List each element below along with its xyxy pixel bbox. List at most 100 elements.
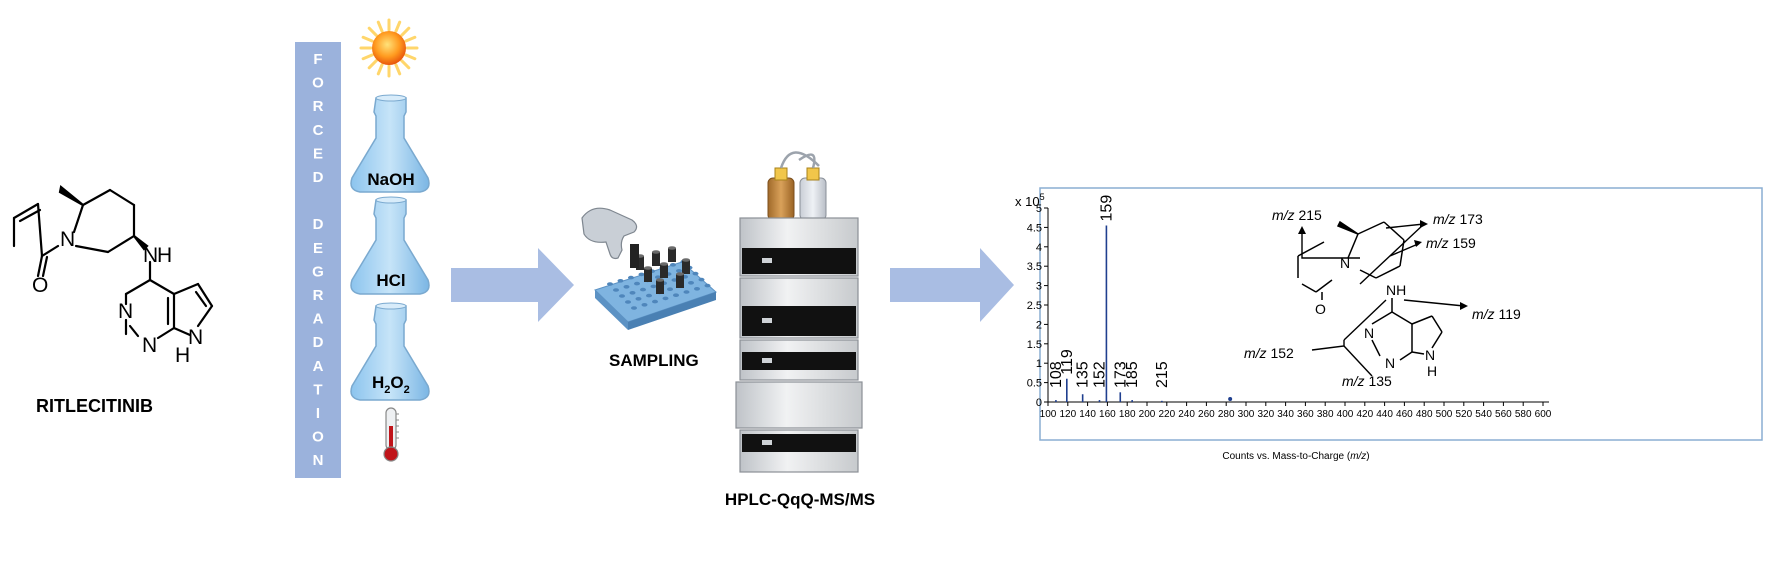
x-tick-label: 180 — [1119, 409, 1136, 420]
x-tick-label: 220 — [1158, 409, 1175, 420]
band-letter: G — [312, 263, 324, 280]
band-letter: D — [313, 334, 324, 351]
band-letter: R — [313, 98, 324, 115]
peak-label: 215 — [1154, 361, 1171, 388]
x-tick-label: 200 — [1139, 409, 1156, 420]
pyrrole-hydrogen-label: H — [175, 344, 190, 367]
ring-nitrogen-label: N — [60, 228, 75, 251]
peak-label: 135 — [1075, 361, 1092, 388]
peak-label: 173 — [1112, 361, 1129, 388]
flask-hcl-label: HCl — [376, 271, 405, 290]
fragment-173-label: m/z 173 — [1433, 211, 1483, 227]
flask-naoh-label: NaOH — [367, 170, 414, 189]
inset-n1: N — [1364, 325, 1374, 341]
molecule-name: RITLECITINIB — [36, 396, 153, 416]
y-tick-label: 4.5 — [1027, 222, 1042, 234]
y-tick-label: 2 — [1036, 319, 1042, 331]
flask-hcl-icon — [350, 196, 430, 295]
x-tick-label: 600 — [1535, 409, 1552, 420]
band-letter: C — [313, 122, 324, 139]
x-tick-label: 120 — [1059, 409, 1076, 420]
band-letter: E — [313, 145, 323, 162]
fragment-152-label: m/z 152 — [1244, 345, 1294, 361]
band-letter: I — [316, 405, 320, 422]
carbonyl-oxygen-label: O — [32, 274, 48, 297]
flask-h2o2-icon — [350, 302, 430, 401]
x-tick-label: 520 — [1455, 409, 1472, 420]
band-letter: D — [313, 169, 324, 186]
spectrum-frame — [1039, 187, 1763, 441]
flask-naoh-icon — [350, 94, 430, 193]
hplc-stack-icon — [735, 151, 863, 473]
arrow-to-sampling — [451, 248, 574, 322]
y-tick-label: 4 — [1036, 242, 1042, 254]
x-tick-label: 560 — [1495, 409, 1512, 420]
band-letter: A — [313, 358, 324, 375]
sun-icon — [359, 18, 419, 78]
x-tick-label: 500 — [1436, 409, 1453, 420]
x-tick-label: 100 — [1040, 409, 1057, 420]
y-multiplier-label: x 105 — [1015, 192, 1045, 209]
flask-h2o2-label: H2O2 — [372, 373, 410, 396]
x-tick-label: 400 — [1337, 409, 1354, 420]
y-tick-label: 3.5 — [1027, 261, 1042, 273]
pyrimidine-n1-label: N — [118, 300, 133, 323]
x-tick-label: 300 — [1238, 409, 1255, 420]
inset-ring-n: N — [1340, 255, 1350, 271]
band-letter: A — [313, 311, 324, 328]
peak-label: 152 — [1091, 361, 1108, 388]
fragment-arrowheads — [1298, 220, 1468, 310]
x-tick-label: 140 — [1079, 409, 1096, 420]
x-tick-label: 380 — [1317, 409, 1334, 420]
x-tick-label: 420 — [1356, 409, 1373, 420]
inset-pyrrole-h: H — [1427, 363, 1437, 379]
x-tick-label: 460 — [1396, 409, 1413, 420]
hplc-label: HPLC-QqQ-MS/MS — [725, 490, 875, 509]
band-letter: E — [313, 240, 323, 257]
x-tick-label: 260 — [1198, 409, 1215, 420]
y-tick-label: 1 — [1036, 358, 1042, 370]
x-tick-label: 440 — [1376, 409, 1393, 420]
y-tick-label: 1.5 — [1027, 339, 1042, 351]
y-tick-label: 0.5 — [1027, 378, 1042, 390]
band-letter: N — [313, 452, 324, 469]
x-axis-label: Counts vs. Mass-to-Charge (m/z) — [1222, 451, 1369, 462]
band-letter: O — [312, 429, 324, 446]
forced-degradation-band — [295, 42, 341, 478]
x-tick-label: 480 — [1416, 409, 1433, 420]
x-tick-label: 160 — [1099, 409, 1116, 420]
inset-n2: N — [1385, 355, 1395, 371]
arrow-to-spectrum — [890, 248, 1014, 322]
x-tick-label: 280 — [1218, 409, 1235, 420]
fragment-leader-lines — [1301, 223, 1465, 377]
peak-label: 159 — [1098, 195, 1115, 222]
fragment-119-label: m/z 119 — [1472, 306, 1521, 322]
sampling-label: SAMPLING — [609, 351, 699, 370]
inset-pyrrole-n: N — [1425, 347, 1435, 363]
y-tick-label: 2.5 — [1027, 300, 1042, 312]
peak-label: 185 — [1124, 361, 1141, 388]
inset-o: O — [1315, 301, 1326, 317]
fragment-135-label: m/z 135 — [1342, 373, 1392, 389]
ritlecitinib-structure — [12, 184, 214, 340]
amine-nitrogen-label: N — [143, 244, 158, 267]
x-tick-label: 320 — [1257, 409, 1274, 420]
band-letter: F — [313, 51, 322, 68]
pyrimidine-n2-label: N — [142, 334, 157, 357]
y-tick-label: 3 — [1036, 281, 1042, 293]
thermometer-icon — [383, 407, 399, 462]
y-tick-label: 0 — [1036, 397, 1042, 409]
x-tick-label: 240 — [1178, 409, 1195, 420]
fragment-215-label: m/z 215 — [1272, 207, 1322, 223]
band-letter: R — [313, 287, 324, 304]
peak-label: 119 — [1059, 349, 1076, 375]
minor-peak-dot — [1228, 397, 1233, 401]
y-tick-label: 5 — [1036, 203, 1042, 215]
band-letter: O — [312, 75, 324, 92]
x-tick-label: 580 — [1515, 409, 1532, 420]
x-tick-label: 540 — [1475, 409, 1492, 420]
